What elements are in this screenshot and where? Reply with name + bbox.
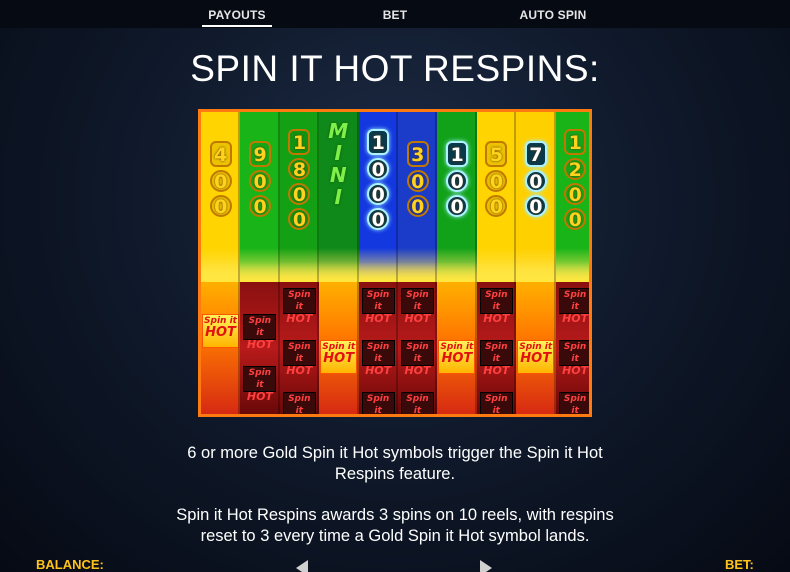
- prize-value: 3 0 0: [398, 138, 437, 217]
- prize-digit: 0: [209, 170, 232, 192]
- description-paragraph-2: Spin it Hot Respins awards 3 spins on 10…: [176, 506, 614, 545]
- prize-digit: 0: [209, 195, 232, 217]
- prize-digit: 7: [524, 141, 547, 167]
- prize-digit: 0: [485, 195, 508, 217]
- prize-digit: 0: [564, 183, 587, 205]
- prize-value: 1 2 0 0: [556, 126, 589, 230]
- prize-digit: 1: [446, 141, 469, 167]
- prize-digit: 0: [446, 170, 469, 192]
- prize-digit: 0: [406, 195, 429, 217]
- prize-digit: 0: [367, 183, 390, 205]
- prize-value: 1 0 0 0: [359, 126, 398, 230]
- prize-digit: 0: [485, 170, 508, 192]
- prize-value: 9 0 0: [240, 138, 279, 217]
- top-navigation: PAYOUTS BET AUTO SPIN: [0, 0, 790, 28]
- prize-digit: 0: [249, 195, 272, 217]
- prize-value: 4 0 0: [201, 138, 240, 217]
- prize-digit: 0: [564, 208, 587, 230]
- prize-digit: 2: [564, 158, 587, 180]
- prize-digit: 0: [446, 195, 469, 217]
- prize-digit: 0: [367, 158, 390, 180]
- prize-digit: 1: [288, 129, 311, 155]
- prize-value: 5 0 0: [477, 138, 516, 217]
- arrow-right-icon[interactable]: [480, 560, 492, 572]
- balance-label: BALANCE:: [36, 557, 104, 572]
- tab-auto-spin[interactable]: AUTO SPIN: [519, 8, 587, 22]
- prize-digit: 0: [524, 195, 547, 217]
- page-indicator: [368, 566, 404, 572]
- prize-digit: 1: [564, 129, 587, 155]
- prize-digit: 0: [288, 208, 311, 230]
- arrow-left-icon[interactable]: [296, 560, 308, 572]
- prize-digit: 0: [406, 170, 429, 192]
- tab-bet[interactable]: BET: [382, 8, 408, 22]
- prize-digit: 9: [249, 141, 272, 167]
- prize-value: 7 0 0: [516, 138, 555, 217]
- prize-digit: 1: [367, 129, 390, 155]
- prize-value: 1 0 0: [437, 138, 476, 217]
- prize-digit: 0: [249, 170, 272, 192]
- description-paragraph-1: 6 or more Gold Spin it Hot symbols trigg…: [187, 444, 603, 483]
- prize-digit: 0: [524, 170, 547, 192]
- prize-digit: 8: [288, 158, 311, 180]
- prize-digit: 0: [367, 208, 390, 230]
- reel-prize-area: [319, 112, 359, 282]
- page-title: SPIN IT HOT RESPINS:: [190, 48, 600, 89]
- prize-digit: 5: [485, 141, 508, 167]
- bet-label: BET:: [725, 557, 754, 572]
- tab-payouts[interactable]: PAYOUTS: [202, 8, 272, 27]
- prize-digit: 0: [288, 183, 311, 205]
- prize-digit: 4: [209, 141, 232, 167]
- prize-digit: 3: [406, 141, 429, 167]
